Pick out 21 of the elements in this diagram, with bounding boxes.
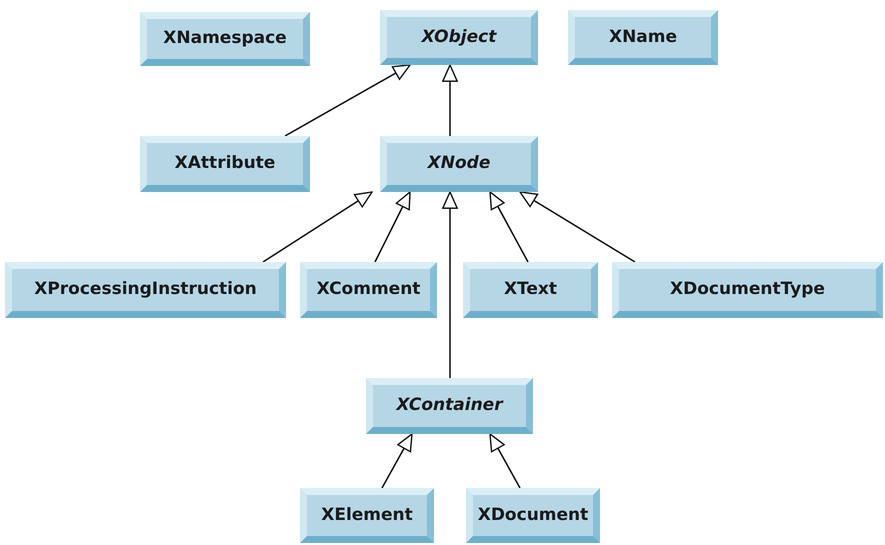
class-box: XComment [300,262,437,318]
inheritance-arrow [442,64,458,136]
class-box: XNamespace [140,12,310,66]
class-box: XDocument [466,488,600,543]
class-box: XElement [300,488,434,543]
inheritance-arrow [284,64,411,137]
class-box: XObject [380,10,538,65]
class-box: XAttribute [140,136,310,192]
inheritance-arrow [381,433,413,488]
inheritance-arrow [262,191,373,263]
inheritance-arrow [442,191,458,378]
class-box: XText [463,262,598,318]
class-box: XContainer [366,378,533,434]
inheritance-arrow [489,433,521,488]
class-box: XDocumentType [612,262,883,318]
inheritance-arrow [489,191,529,262]
class-box: XProcessingInstruction [5,262,286,318]
class-box: XNode [380,136,538,192]
class-box: XName [568,10,718,65]
inheritance-arrow [519,191,636,263]
inheritance-arrow [374,191,411,262]
